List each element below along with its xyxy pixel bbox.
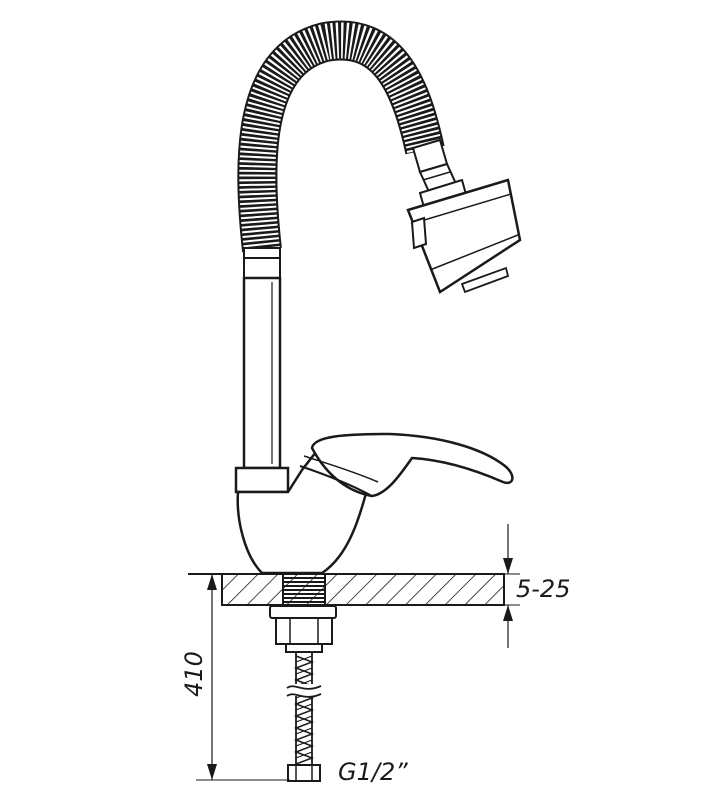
hose-end-nut (287, 764, 321, 782)
lever-handle (299, 432, 514, 498)
connection-thread-label: G1/2” (338, 758, 408, 786)
dimension-hose-length: 410 (180, 574, 290, 781)
break-symbol (286, 684, 322, 698)
spout-tube (234, 247, 290, 494)
dimension-deck-thickness: 5-25 (503, 524, 570, 648)
countertop-section (188, 573, 520, 606)
spray-head (406, 178, 522, 294)
flexible-spout-hose (237, 20, 445, 253)
deck-thickness-label: 5-25 (516, 575, 570, 603)
threaded-stud (282, 573, 326, 607)
fixing-nut (269, 605, 337, 653)
supply-hose (293, 652, 315, 765)
hose-connector (411, 138, 459, 196)
hose-length-label: 410 (180, 651, 208, 697)
